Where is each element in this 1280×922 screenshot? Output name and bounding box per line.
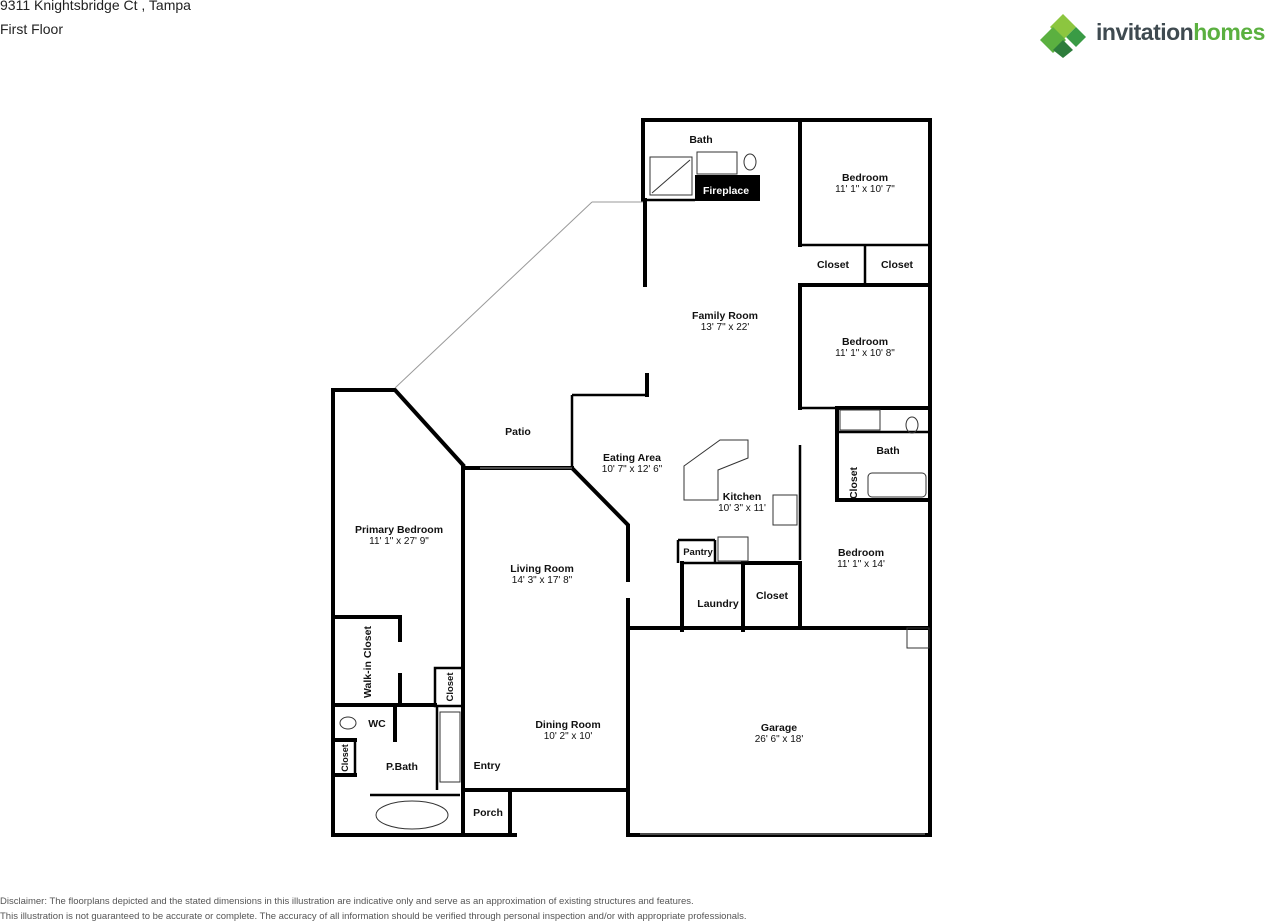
vanity-icon	[439, 711, 461, 783]
shower-icon	[649, 156, 693, 196]
property-address: 9311 Knightsbridge Ct , Tampa	[0, 0, 191, 13]
brand-logo: invitationhomes	[1040, 12, 1276, 58]
room-living-room: Living Room	[510, 563, 574, 575]
sink-icon	[839, 409, 881, 431]
room-patio: Patio	[505, 426, 531, 438]
room-walk-in-closet: Walk-in Closet	[362, 626, 374, 698]
disclaimer-line-1: Disclaimer: The floorplans depicted and …	[0, 896, 694, 907]
toilet-icon	[339, 716, 357, 730]
kitchen-island	[683, 439, 749, 501]
room-primary-bedroom: Primary Bedroom	[355, 524, 443, 536]
room-garage-dims: 26' 6" x 18'	[755, 734, 804, 745]
room-closet-d: Closet	[445, 672, 456, 702]
room-kitchen-dims: 10' 3" x 11'	[718, 503, 766, 514]
room-bedroom-3: Bedroom	[838, 547, 884, 559]
room-bedroom-1: Bedroom	[842, 172, 888, 184]
bathtub-icon	[867, 472, 927, 498]
room-wc: WC	[368, 718, 386, 730]
bathtub-icon	[375, 800, 449, 830]
room-laundry: Laundry	[697, 598, 739, 610]
logo-mark-icon	[1040, 14, 1086, 58]
room-bedroom-2-dims: 11' 1" x 10' 8"	[835, 348, 895, 359]
room-p-bath: P.Bath	[386, 761, 418, 773]
room-porch: Porch	[473, 807, 503, 819]
room-closet-b: Closet	[881, 259, 914, 271]
room-closet-bath: Closet	[848, 466, 860, 499]
room-primary-bedroom-dims: 11' 1" x 27' 9"	[369, 536, 429, 547]
room-kitchen: Kitchen	[723, 491, 762, 503]
room-eating-area-dims: 10' 7" x 12' 6"	[602, 464, 663, 475]
room-bath-top: Bath	[689, 134, 712, 146]
appliance-icon	[717, 536, 749, 562]
fixtures	[339, 151, 930, 830]
room-dining-room-dims: 10' 2" x 10'	[544, 731, 593, 742]
floor-label: First Floor	[0, 21, 63, 37]
room-family-room: Family Room	[692, 310, 758, 322]
room-entry: Entry	[474, 760, 501, 772]
walls	[331, 118, 932, 837]
room-living-room-dims: 14' 3" x 17' 8"	[512, 575, 573, 586]
room-family-room-dims: 13' 7" x 22'	[701, 322, 750, 333]
toilet-icon	[905, 416, 919, 434]
room-fireplace: Fireplace	[703, 185, 749, 197]
room-labels: Bath Fireplace Bedroom 11' 1" x 10' 7" C…	[340, 134, 914, 819]
room-closet-e: Closet	[340, 744, 350, 772]
room-bedroom-3-dims: 11' 1" x 14'	[837, 559, 885, 570]
stove-icon	[772, 494, 798, 526]
room-pantry: Pantry	[683, 547, 713, 558]
room-garage: Garage	[761, 722, 797, 734]
room-bedroom-2: Bedroom	[842, 336, 888, 348]
room-closet-a: Closet	[817, 259, 850, 271]
room-dining-room: Dining Room	[535, 719, 600, 731]
toilet-icon	[743, 153, 757, 171]
room-closet-c: Closet	[756, 590, 789, 602]
sink-icon	[696, 151, 738, 175]
logo-text: invitationhomes	[1096, 19, 1265, 45]
room-eating-area: Eating Area	[603, 452, 661, 464]
room-bath-mid: Bath	[876, 445, 899, 457]
room-bedroom-1-dims: 11' 1" x 10' 7"	[835, 184, 895, 195]
